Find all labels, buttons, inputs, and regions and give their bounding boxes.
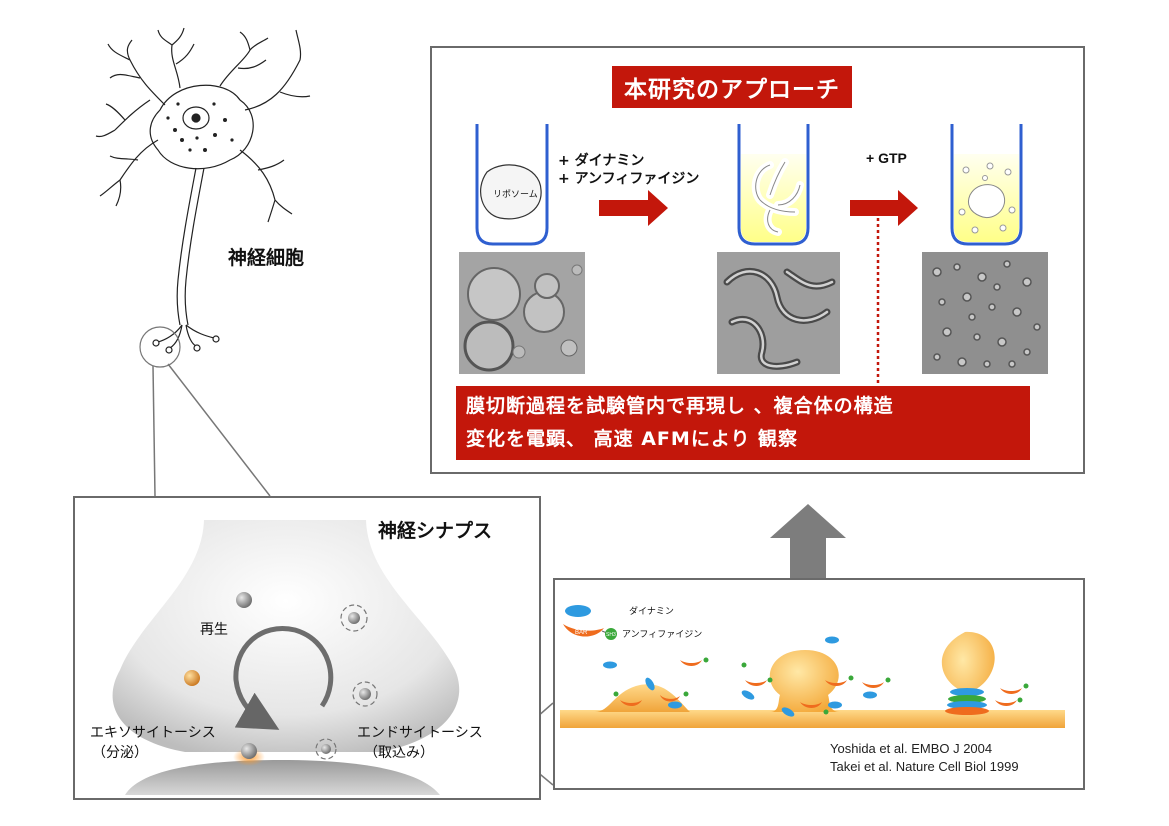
em-image-liposomes (459, 252, 585, 374)
reference-2: Takei et al. Nature Cell Biol 1999 (830, 759, 1019, 774)
red-arrow-2 (850, 190, 918, 226)
em-image-vesicles (922, 252, 1048, 374)
step1-line2: + アンフィファイジン (558, 171, 700, 187)
reference-1: Yoshida et al. EMBO J 2004 (830, 741, 993, 756)
step2-label: + GTP (866, 150, 907, 166)
legend-amphiphysin-icon: BAR SH3 (563, 624, 617, 640)
summary-line-1: 膜切断過程を試験管内で再現し 、複合体の構造 (466, 395, 894, 417)
synapse-title: 神経シナプス (378, 520, 493, 542)
svg-text:SH3: SH3 (606, 632, 616, 638)
approach-title: 本研究のアプローチ (612, 66, 852, 108)
legend-amphiphysin-label: アンフィファイジン (622, 630, 703, 640)
liposome-label: リポソーム (493, 190, 538, 200)
exocytosis-sub: （分泌） (92, 745, 148, 761)
test-tube-2 (737, 124, 810, 246)
test-tube-3 (950, 124, 1023, 246)
neuron-label: 神経細胞 (228, 247, 305, 269)
zoom-callout-lines (152, 363, 271, 497)
approach-summary: 膜切断過程を試験管内で再現し 、複合体の構造 変化を電顕、 高速 AFMにより … (456, 386, 1030, 460)
exocytosis-label: エキソサイトーシス (90, 725, 216, 741)
step1-line1: + ダイナミン (558, 153, 645, 169)
neuron-drawing (95, 27, 311, 368)
up-arrow (770, 504, 846, 578)
summary-line-2: 変化を電顕、 高速 AFMにより 観察 (466, 428, 799, 450)
endocytosis-sub: （取込み） (364, 745, 434, 761)
em-image-tubules (717, 252, 840, 374)
legend-dynamin-label: ダイナミン (629, 607, 674, 617)
recycle-label: 再生 (200, 622, 228, 638)
endocytosis-label: エンドサイトーシス (357, 725, 483, 741)
test-tube-1 (475, 124, 549, 246)
svg-text:BAR: BAR (575, 630, 588, 636)
red-arrow-1 (599, 190, 668, 226)
legend-dynamin-icon (565, 605, 591, 617)
